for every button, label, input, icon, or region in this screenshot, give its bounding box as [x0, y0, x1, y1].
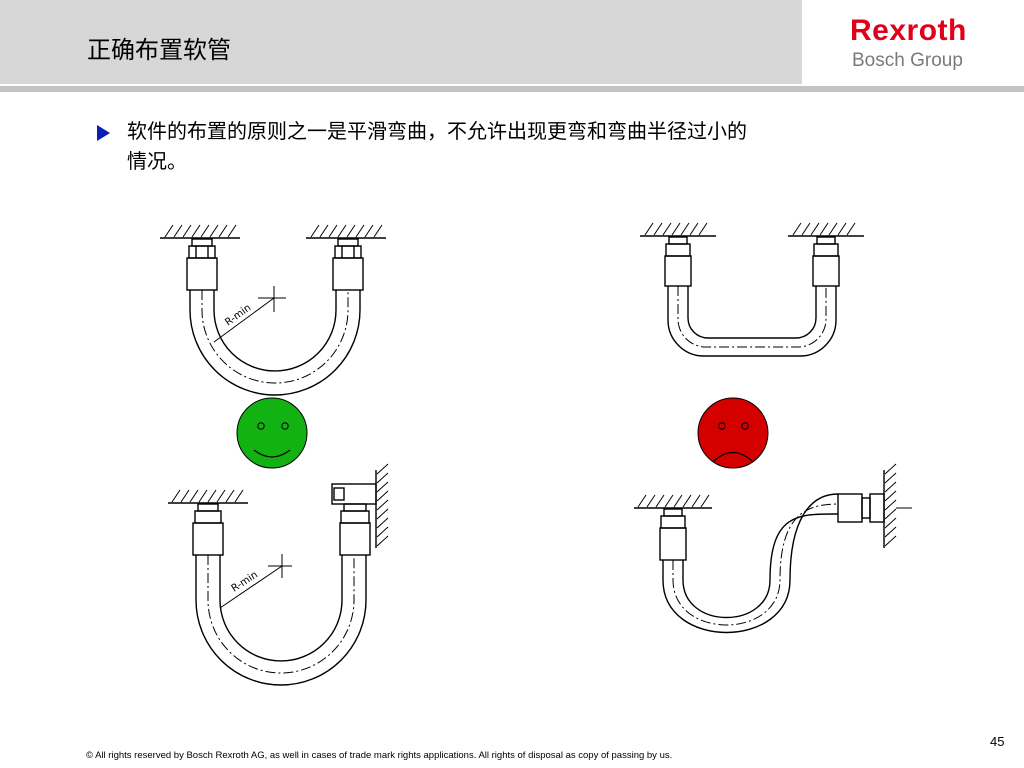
frown-icon	[697, 397, 769, 469]
slide-header: 正确布置软管 Rexroth Bosch Group	[0, 0, 1024, 92]
hose-correct-u-bend	[160, 224, 386, 396]
hose-incorrect-s-bend	[634, 463, 912, 634]
page-title: 正确布置软管	[87, 36, 231, 64]
page-number: 45	[990, 734, 1005, 749]
title-band: 正确布置软管	[0, 0, 802, 84]
smiley-icon	[236, 397, 308, 469]
bullet-arrow-icon	[97, 125, 110, 141]
header-divider	[0, 86, 1024, 92]
copyright-footer: © All rights reserved by Bosch Rexroth A…	[86, 750, 673, 761]
bullet-line-2: 情况。	[127, 149, 187, 173]
logo-main-text: Rexroth	[850, 14, 967, 47]
hose-incorrect-tight-bend	[640, 222, 864, 357]
bullet-line-1: 软件的布置的原则之一是平滑弯曲，不允许出现更弯和弯曲半径过小的	[127, 119, 747, 143]
hose-correct-wall-mount	[168, 463, 389, 686]
rexroth-logo: Rexroth Bosch Group	[850, 14, 1000, 74]
bullet-text: 软件的布置的原则之一是平滑弯曲，不允许出现更弯和弯曲半径过小的 情况。	[127, 116, 927, 176]
logo-sub-text: Bosch Group	[852, 50, 963, 71]
